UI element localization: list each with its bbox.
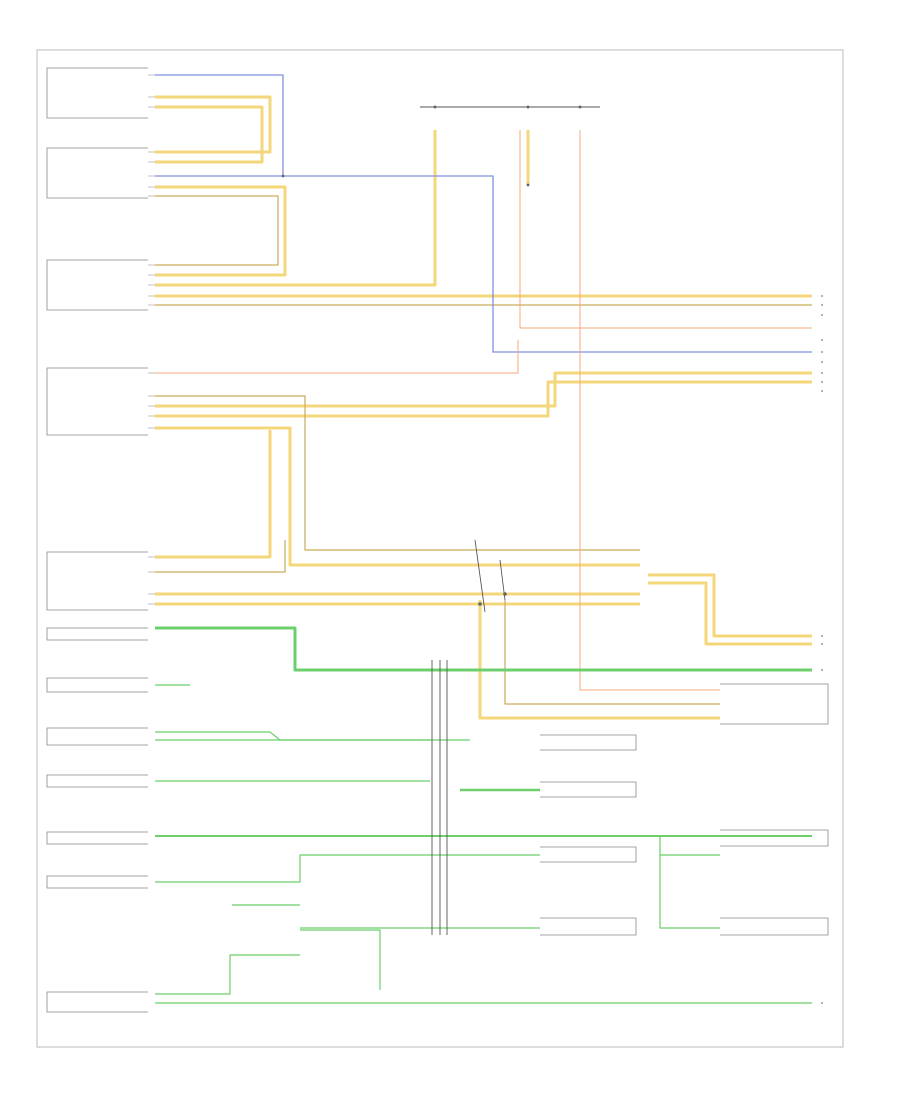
left-module-boxes	[46, 67, 148, 1013]
module-box-9	[46, 774, 148, 788]
green-wire-1	[155, 626, 812, 672]
yellow-wire-3	[155, 185, 287, 277]
yellow-wire-8	[155, 426, 640, 567]
orange-wires	[155, 130, 812, 691]
right-box-7	[720, 917, 829, 936]
yellow-wire-1	[155, 95, 272, 154]
module-box-12	[46, 991, 148, 1013]
right-box-2	[540, 734, 637, 751]
tan-wire-4	[155, 540, 286, 573]
module-box-8	[46, 727, 148, 746]
tan-wire-5	[504, 600, 720, 705]
right-box-1	[720, 683, 829, 725]
yellow-wire-9	[155, 430, 272, 559]
right-box-3	[540, 781, 637, 798]
right-module-boxes	[540, 683, 829, 936]
yellow-wire-14	[478, 600, 720, 720]
green-wires	[155, 626, 812, 1004]
right-box-4	[540, 846, 637, 863]
green-wire-10	[155, 954, 300, 995]
yellow-wire-6	[155, 371, 812, 408]
module-box-7	[46, 677, 148, 693]
green-wire-7	[155, 854, 540, 883]
harness-lines	[420, 106, 600, 935]
green-wire-15	[300, 929, 381, 990]
green-wire-3	[155, 731, 470, 741]
yellow-wire-7	[155, 380, 812, 418]
module-box-5	[46, 551, 148, 611]
module-box-6	[46, 627, 148, 641]
green-wire-13	[659, 835, 720, 929]
yellow-wire-2	[155, 105, 264, 164]
module-box-11	[46, 875, 148, 889]
orange-wire-1	[519, 130, 812, 329]
orange-wire-3	[155, 340, 519, 374]
blue-wire-2	[283, 175, 812, 353]
tan-wires	[155, 195, 812, 705]
module-box-2	[46, 147, 148, 199]
yellow-wire-12	[648, 573, 812, 638]
tan-wire-1	[155, 195, 279, 266]
right-pin-markers	[821, 295, 823, 1004]
diagram-frame	[36, 49, 844, 1048]
yellow-wire-13	[648, 581, 812, 646]
yellow-wires	[155, 95, 812, 720]
module-box-4	[46, 367, 148, 436]
blue-wire-1	[155, 74, 284, 177]
blue-wires	[155, 74, 812, 353]
module-box-3	[46, 259, 148, 311]
pin-ticks	[148, 74, 155, 605]
module-box-10	[46, 831, 148, 845]
yellow-wire-4	[155, 130, 437, 287]
right-box-6	[720, 829, 829, 847]
orange-wire-2	[579, 130, 720, 691]
module-box-1	[46, 67, 148, 119]
tan-wire-3	[155, 395, 640, 551]
right-box-5	[540, 917, 637, 936]
connector-dots	[281, 105, 582, 606]
